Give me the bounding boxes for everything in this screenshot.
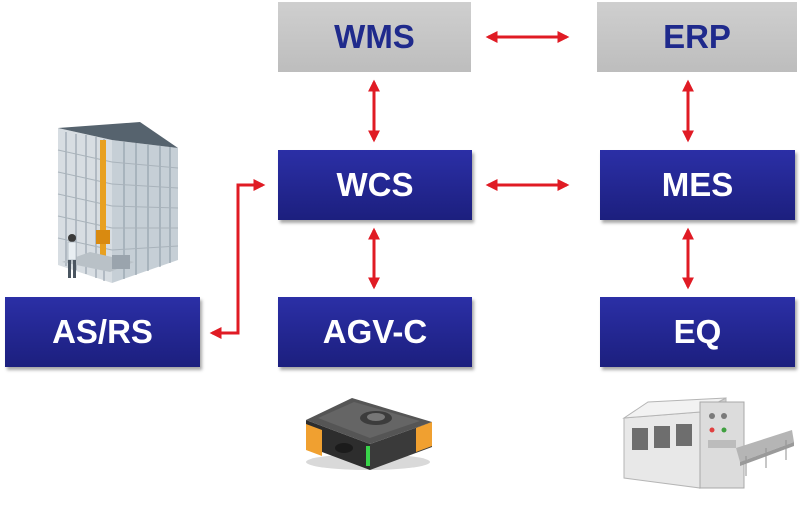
erp-box: ERP (597, 2, 797, 72)
erp-label: ERP (663, 18, 731, 55)
wms-label: WMS (334, 18, 415, 55)
wms-box: WMS (278, 2, 471, 72)
agvc-label: AGV-C (322, 313, 428, 350)
eq-label: EQ (673, 313, 722, 350)
agvc-box: AGV-C (278, 297, 472, 367)
arrow-asrs-wcs (209, 179, 266, 339)
asrs-box: AS/RS (5, 297, 200, 367)
eq-box: EQ (600, 297, 795, 367)
asrs-label: AS/RS (52, 313, 153, 350)
mes-label: MES (661, 166, 734, 203)
wcs-label: WCS (336, 166, 414, 203)
wcs-box: WCS (278, 150, 472, 220)
mes-box: MES (600, 150, 795, 220)
